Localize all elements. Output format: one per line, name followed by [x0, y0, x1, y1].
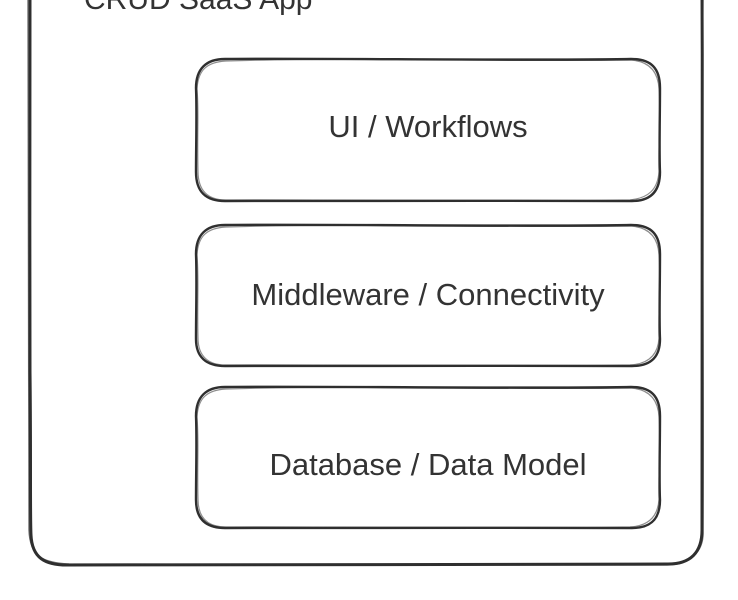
- database-data-model-box-sketch-pass: [196, 386, 661, 529]
- ui-workflows-box-sketch-pass: [196, 58, 661, 202]
- ui-workflows-box-border: [194, 57, 662, 203]
- app-title: CRUD SaaS App: [84, 0, 312, 18]
- middleware-connectivity-box-sketch-pass: [196, 224, 661, 367]
- database-data-model-box-border: [194, 385, 662, 530]
- app-container-border-sketch-pass: [27, 0, 704, 566]
- ui-workflows-label: UI / Workflows: [328, 109, 528, 144]
- middleware-connectivity-label: Middleware / Connectivity: [251, 277, 605, 312]
- middleware-connectivity-box-border: [194, 223, 662, 368]
- database-data-model-label: Database / Data Model: [269, 447, 587, 482]
